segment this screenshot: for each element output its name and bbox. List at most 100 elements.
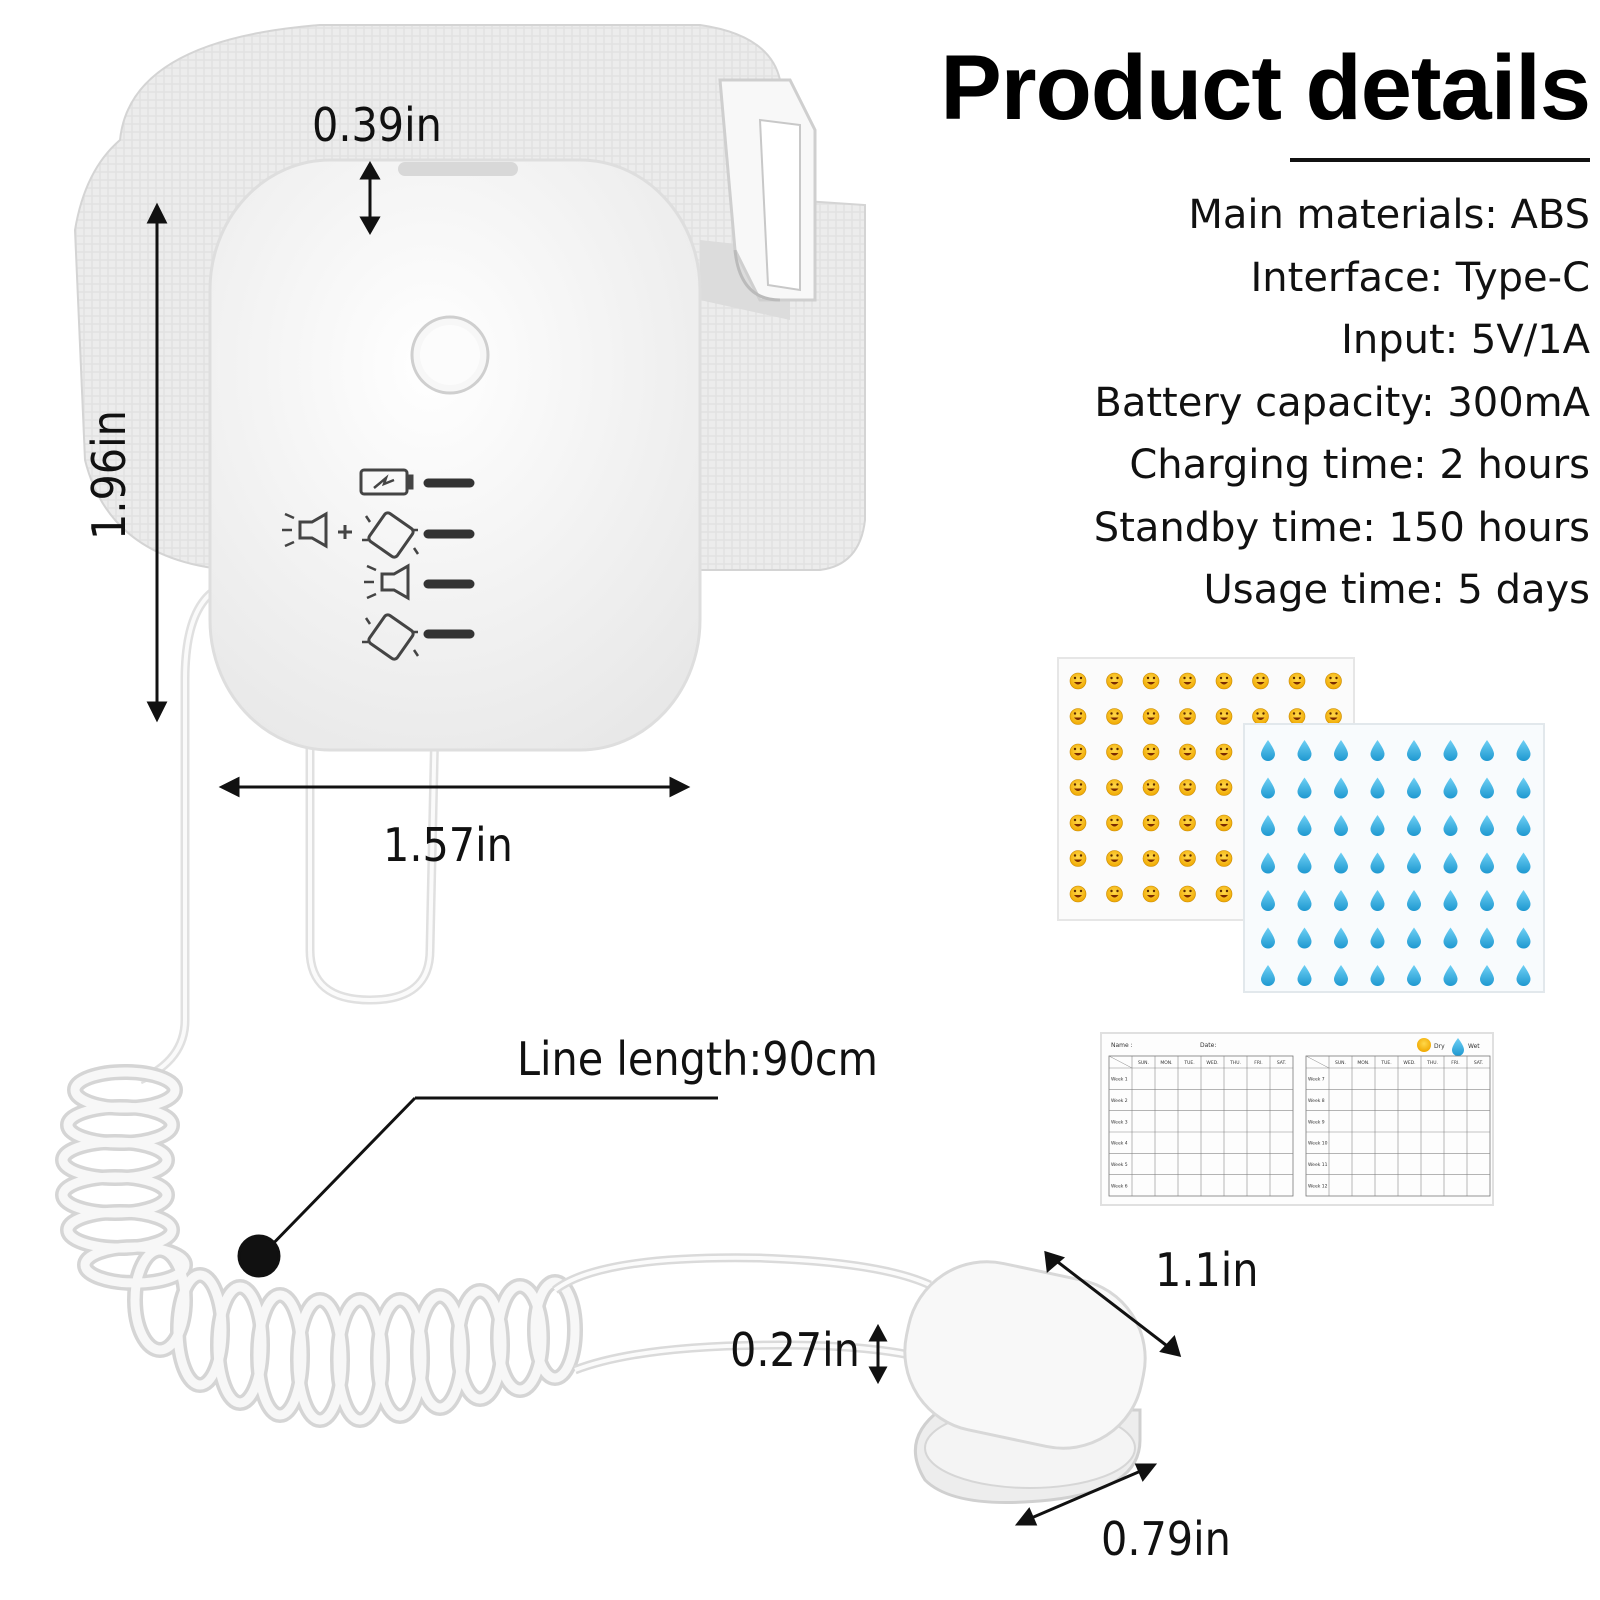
smiley-icon	[1106, 672, 1123, 690]
water-drop-icon	[1261, 740, 1275, 761]
water-drop-icon	[1407, 890, 1421, 911]
light-icon	[282, 511, 328, 549]
title-underline	[1290, 158, 1590, 162]
water-drop-icon	[1516, 740, 1531, 761]
water-drop-icon	[1297, 740, 1312, 761]
chart-week-label: Week 7	[1308, 1077, 1325, 1083]
chart-day-label: SUN.	[1335, 1060, 1346, 1066]
smiley-icon	[1106, 708, 1123, 725]
smiley-icon	[1106, 743, 1123, 761]
chart-day-label: TUE.	[1183, 1060, 1194, 1066]
chart-day-label: WED.	[1206, 1060, 1218, 1066]
dim-device-height: 1.96in	[82, 410, 136, 540]
smiley-icon	[1069, 814, 1087, 832]
smiley-icon	[1142, 885, 1160, 903]
smiley-icon	[1142, 672, 1160, 690]
smiley-icon	[1325, 708, 1342, 725]
water-drop-icon	[1370, 852, 1385, 874]
smiley-icon	[1106, 779, 1123, 796]
smiley-icon	[1252, 672, 1269, 690]
power-button-icon	[410, 315, 490, 395]
smiley-icon	[1252, 708, 1269, 725]
dim-top-gap: 0.39in	[312, 98, 442, 152]
chart-wet-label: Wet	[1468, 1043, 1480, 1050]
chart-week-label: Week 6	[1111, 1183, 1128, 1189]
smiley-icon	[1142, 708, 1160, 725]
water-drop-icon	[1516, 815, 1531, 836]
spec-charging: Charging time: 2 hours	[1129, 442, 1590, 488]
water-drop-icon	[1443, 777, 1458, 799]
alarm-device	[208, 158, 702, 752]
water-drop-icon	[1480, 740, 1494, 761]
chart-name-label: Name :	[1111, 1042, 1133, 1049]
water-drop-icon	[1407, 965, 1421, 986]
spec-list: Main materials: ABS Interface: Type-C In…	[1000, 184, 1590, 622]
water-drop-icon	[1297, 890, 1312, 912]
vibration-icon	[362, 511, 420, 559]
water-drop-icon	[1261, 927, 1275, 949]
smiley-icon	[1069, 850, 1087, 867]
chart-week-label: Week 1	[1111, 1077, 1128, 1083]
smiley-icon	[1179, 814, 1196, 832]
smiley-icon	[1179, 672, 1196, 690]
water-drop-icon	[1516, 852, 1531, 874]
water-drop-icon	[1480, 890, 1494, 911]
smiley-icon	[1417, 1038, 1431, 1052]
smiley-icon	[1215, 850, 1233, 867]
water-drop-icon	[1443, 740, 1458, 761]
water-drop-icon	[1297, 927, 1312, 949]
light-icon	[364, 563, 410, 601]
dimension-arrows	[146, 160, 1182, 1526]
spec-battery: Battery capacity: 300mA	[1094, 379, 1590, 426]
water-drop-icon	[1370, 965, 1385, 986]
water-drop-icon	[1370, 740, 1385, 761]
chart-week-label: Week 3	[1111, 1119, 1128, 1125]
water-drop-icon	[1334, 815, 1348, 836]
water-drop-icon	[1370, 777, 1385, 799]
water-drop-icon	[1407, 852, 1421, 874]
water-drop-icon	[1480, 927, 1494, 949]
water-drop-icon	[1516, 965, 1531, 986]
water-drop-icon	[1261, 815, 1275, 836]
dim-sensor-height: 0.27in	[730, 1323, 860, 1377]
tracking-chart-sheet: Name : Date: Dry Wet SUN.MON.TUE.WED.THU…	[1100, 1032, 1494, 1206]
smiley-icon	[1142, 743, 1160, 761]
chart-week-label: Week 8	[1308, 1098, 1325, 1104]
chart-week-label: Week 12	[1308, 1183, 1328, 1189]
water-drop-icon	[1407, 815, 1421, 836]
water-drop-icon	[1334, 852, 1348, 874]
chart-week-label: Week 9	[1308, 1119, 1325, 1125]
water-drop-icon	[1261, 890, 1275, 911]
chart-day-label: MON.	[1160, 1060, 1172, 1066]
chart-day-label: SAT.	[1277, 1060, 1286, 1066]
water-drop-icon	[1334, 927, 1348, 949]
battery-icon	[359, 468, 414, 496]
smiley-icon	[1142, 814, 1160, 832]
water-drop-icon	[1297, 777, 1312, 799]
water-drop-icon	[1407, 927, 1421, 949]
chart-dry-label: Dry	[1434, 1043, 1445, 1050]
chart-day-label: FRI.	[1254, 1060, 1262, 1066]
chart-week-label: Week 5	[1111, 1162, 1128, 1168]
water-drop-icon	[1443, 890, 1458, 912]
smiley-icon	[1179, 850, 1196, 867]
smiley-icon	[1288, 672, 1306, 690]
water-drop-icon	[1443, 815, 1458, 836]
smiley-icon	[1179, 779, 1196, 796]
water-drop-icon	[1370, 815, 1385, 836]
chart-day-label: WED.	[1403, 1060, 1415, 1066]
chart-date-label: Date:	[1200, 1042, 1216, 1049]
dim-line-length: Line length:90cm	[517, 1032, 878, 1086]
smiley-icon	[1106, 885, 1123, 903]
smiley-icon	[1069, 672, 1087, 690]
dim-sensor-depth: 0.79in	[1101, 1512, 1231, 1566]
spec-materials: Main materials: ABS	[1188, 192, 1590, 238]
chart-day-label: FRI.	[1451, 1060, 1459, 1066]
spec-interface: Interface: Type-C	[1250, 254, 1590, 301]
water-drop-icon	[1452, 1038, 1464, 1056]
chart-week-label: Week 11	[1308, 1162, 1328, 1168]
chart-week-label: Week 2	[1111, 1098, 1128, 1104]
chart-day-label: SAT.	[1474, 1060, 1483, 1066]
sensor-clip	[903, 1260, 1147, 1504]
